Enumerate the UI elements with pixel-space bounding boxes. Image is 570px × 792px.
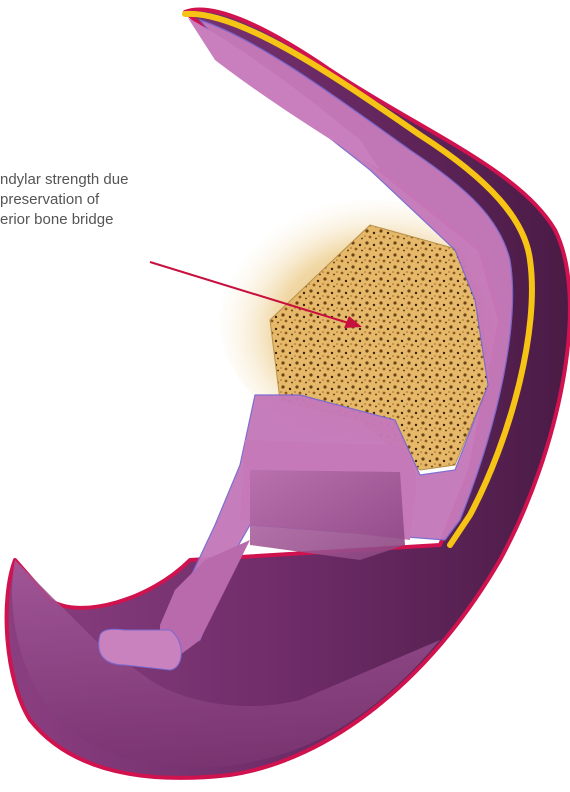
annotation-line-3: erior bone bridge bbox=[0, 210, 230, 230]
annotation-line-2: preservation of bbox=[0, 190, 230, 210]
annotation-line-1: ndylar strength due bbox=[0, 170, 230, 190]
annotation-label: ndylar strength due preservation of erio… bbox=[0, 170, 230, 230]
box-pocket bbox=[250, 470, 405, 560]
